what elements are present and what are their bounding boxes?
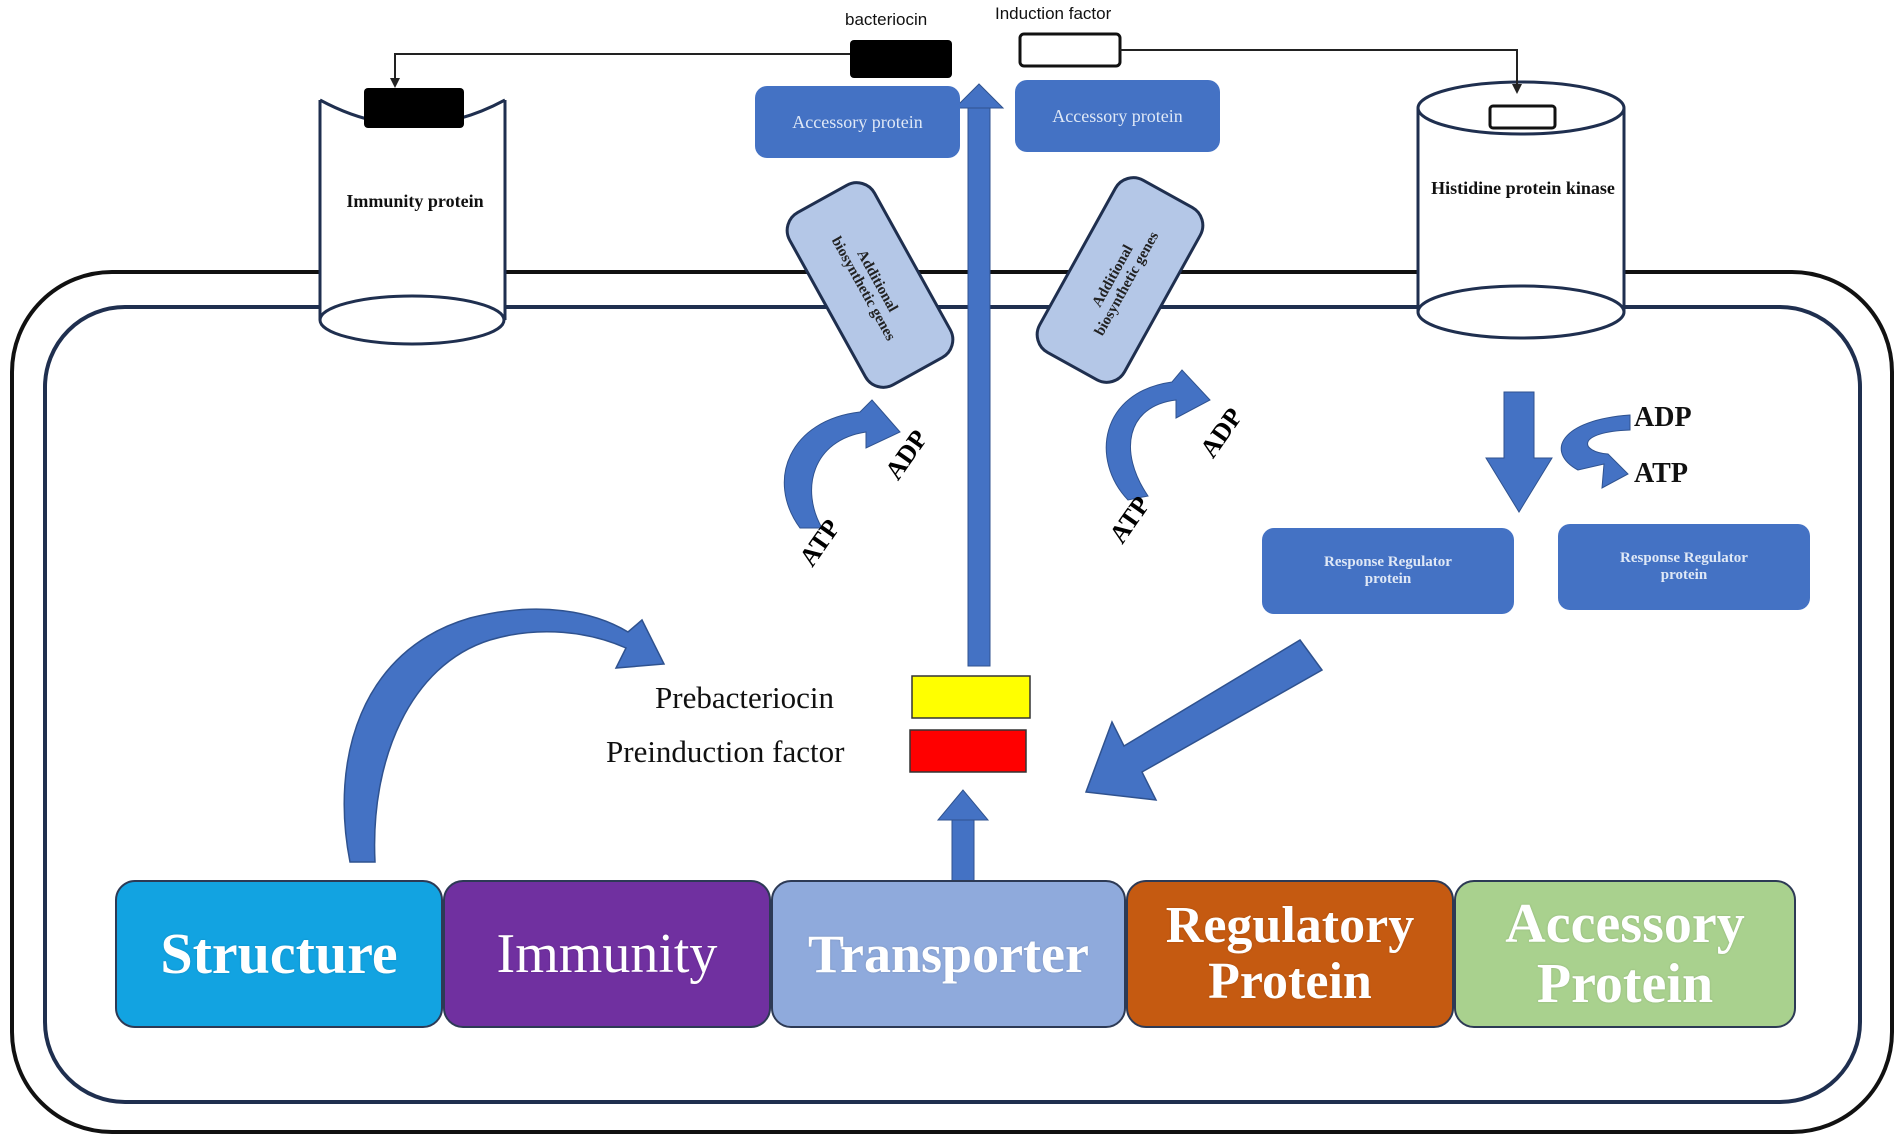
export-arrow-shaft — [967, 103, 991, 667]
export-arrow-head — [953, 83, 1005, 109]
gene-transporter: Transporter — [771, 880, 1126, 1028]
transporter-up-arrow-head — [936, 789, 990, 821]
bacteriocin-label: bacteriocin — [845, 10, 928, 29]
bacteriocin-to-immunity-line — [390, 53, 850, 88]
immunity-protein-cylinder — [318, 98, 507, 346]
structure-curved-arrow — [343, 608, 666, 863]
gene-immunity: Immunity — [443, 880, 771, 1028]
transporter-up-arrow-shaft — [951, 817, 975, 883]
preinduction-factor-label: Preinduction factor — [606, 734, 845, 769]
induction-factor-block — [1018, 32, 1122, 68]
response-regulator-box-1: Response Regulator protein — [1262, 528, 1514, 614]
induction-factor-label: Induction factor — [995, 4, 1112, 23]
cell-inner-wall — [43, 305, 1862, 1104]
accessory-protein-box-left: Accessory protein — [755, 86, 960, 158]
kinase-bound-induction-factor — [1488, 104, 1557, 130]
accessory-protein-box-right: Accessory protein — [1015, 80, 1220, 152]
gene-immunity-label: Immunity — [496, 922, 718, 985]
right-phosphorylation-curve — [1560, 414, 1631, 489]
prebacteriocin-bar — [911, 675, 1031, 719]
bacteriocin-block — [850, 40, 952, 78]
immunity-protein-label: Immunity protein — [346, 191, 484, 211]
regulator-diagonal-arrow — [1084, 639, 1324, 801]
induction-to-kinase-line — [1120, 49, 1522, 94]
gene-accessory-protein-label: Accessory Protein — [1505, 892, 1745, 1015]
left-atp-curve — [783, 399, 901, 529]
gene-transporter-label: Transporter — [808, 923, 1089, 984]
gene-regulatory-protein: Regulatory Protein — [1126, 880, 1454, 1028]
gene-accessory-protein: Accessory Protein — [1454, 880, 1796, 1028]
prebacteriocin-label: Prebacteriocin — [655, 680, 835, 715]
response-regulator-box-2: Response Regulator protein — [1558, 524, 1810, 610]
cell-outer-wall — [10, 270, 1894, 1134]
right-atp-label: ATP — [1634, 458, 1688, 489]
mid-atp-curve — [1105, 369, 1211, 501]
gene-structure: Structure — [115, 880, 443, 1028]
immunity-bound-bacteriocin — [364, 88, 464, 128]
gene-structure-label: Structure — [160, 920, 398, 986]
kinase-down-arrow — [1485, 391, 1553, 513]
right-adp-label: ADP — [1634, 402, 1692, 433]
preinduction-bar — [909, 729, 1027, 773]
gene-regulatory-protein-label: Regulatory Protein — [1165, 896, 1415, 1010]
histidine-kinase-label: Histidine protein kinase — [1431, 178, 1615, 198]
